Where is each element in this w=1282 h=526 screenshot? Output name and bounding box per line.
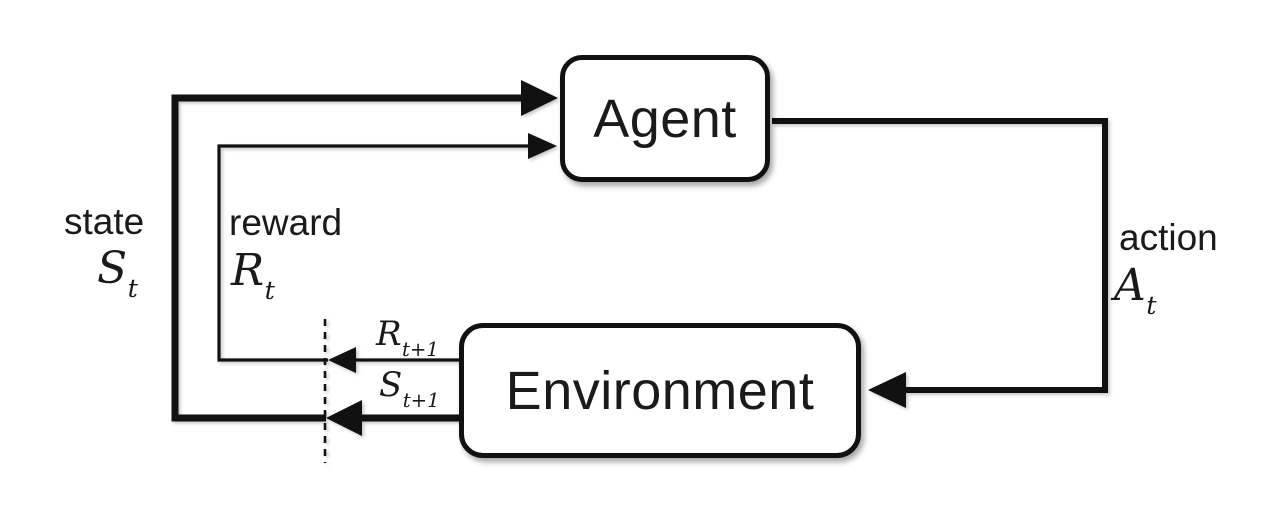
action-arrow-line: [772, 118, 1108, 393]
action-symbol: At: [1114, 264, 1157, 320]
reward-arrow-line: [217, 144, 534, 362]
action-symbol-letter: A: [1114, 260, 1146, 311]
reward-label: reward: [229, 202, 343, 243]
reward-symbol-letter: R: [231, 245, 265, 296]
next-state-symbol-subscript: t+1: [402, 389, 440, 413]
reward-symbol-subscript: t: [264, 276, 275, 307]
state-label: state: [64, 201, 145, 242]
agent-box: Agent: [560, 55, 770, 182]
environment-box-label: Environment: [505, 360, 815, 421]
next-state-symbol: St+1: [379, 365, 440, 411]
state-arrow-line: [171, 94, 530, 422]
agent-box-label: Agent: [593, 88, 737, 149]
next-reward-symbol-subscript: t+1: [402, 338, 439, 362]
state-symbol-letter: S: [97, 243, 128, 294]
next-reward-symbol: Rt+1: [376, 314, 439, 360]
next-reward-arrowhead-icon: [328, 347, 356, 373]
environment-box: Environment: [459, 323, 861, 458]
reward-arrowhead-icon: [528, 133, 557, 159]
state-symbol: St: [97, 247, 138, 303]
next-state-arrowhead-icon: [326, 400, 362, 436]
next-state-symbol-letter: S: [379, 365, 403, 405]
action-arrowhead-icon: [868, 372, 906, 408]
action-symbol-subscript: t: [1146, 291, 1157, 322]
action-label: action: [1119, 217, 1218, 258]
state-symbol-subscript: t: [127, 274, 138, 305]
state-arrowhead-icon: [521, 80, 558, 116]
next-reward-symbol-letter: R: [376, 314, 402, 354]
reward-symbol: Rt: [231, 249, 275, 305]
